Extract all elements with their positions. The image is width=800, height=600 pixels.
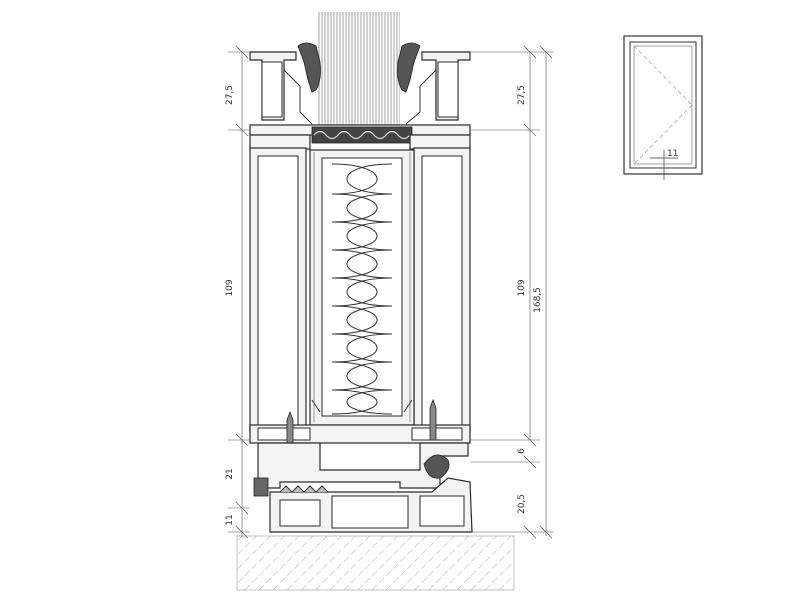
right-dimensions <box>470 45 554 539</box>
thumbnail-label: 11 <box>667 149 678 159</box>
glazing <box>318 12 400 130</box>
dim-left-bottom: 11 <box>225 514 235 525</box>
dim-left-lower: 21 <box>225 468 235 479</box>
left-drain-block <box>253 477 269 497</box>
top-frame <box>249 42 471 150</box>
window-thumbnail <box>623 35 703 180</box>
floor-hatch <box>236 535 515 591</box>
top-left-gasket <box>297 42 321 93</box>
bottom-frame <box>249 398 473 533</box>
left-dimensions <box>228 45 250 539</box>
dim-right-top: 27,5 <box>517 85 527 105</box>
right-screw <box>429 398 437 441</box>
dim-right-bottom: 20,5 <box>517 494 527 514</box>
top-right-gasket <box>397 42 421 93</box>
dim-left-top: 27,5 <box>225 85 235 105</box>
bottom-right-gasket <box>423 454 450 479</box>
dim-right-small: 6 <box>517 448 527 454</box>
middle-sash <box>249 147 471 434</box>
dim-right-total: 168,5 <box>533 287 543 313</box>
dim-left-mid: 109 <box>225 279 235 296</box>
dim-right-mid: 109 <box>517 279 527 296</box>
insulation-core <box>331 163 393 415</box>
